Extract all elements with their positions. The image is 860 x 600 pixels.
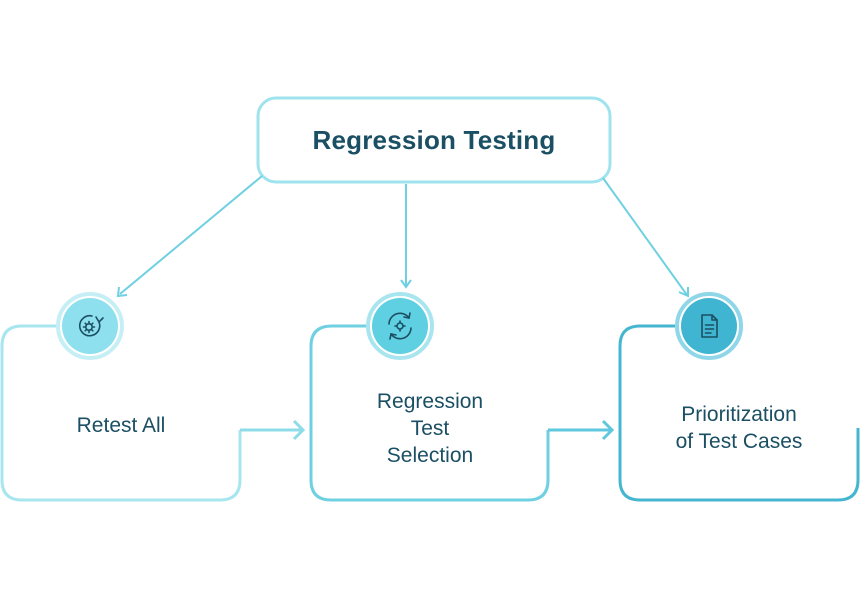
title-box — [256, 96, 612, 184]
arrow-to-retest-all — [119, 175, 263, 295]
step-label-line: of Test Cases — [675, 430, 803, 453]
cycle-gear-icon — [388, 312, 412, 340]
step-box-prioritization — [618, 324, 860, 502]
step-label-regression-test-selection: Regression Test Selection — [320, 386, 540, 470]
step-box-regression-test-selection — [309, 324, 550, 502]
flow-arrow-2-3 — [548, 419, 615, 441]
step-label-line: Test — [410, 416, 450, 440]
arrowhead-retest-all — [116, 286, 128, 298]
icon-badge-retest-all — [56, 292, 124, 360]
step-label-line: Retest All — [76, 413, 166, 437]
icon-badge-regression-test-selection — [366, 292, 434, 360]
arrowhead-prioritization — [678, 287, 689, 298]
step-label-prioritization: Prioritization of Test Cases — [628, 398, 850, 458]
icon-badge-prioritization — [675, 292, 743, 360]
step-label-line: Selection — [386, 443, 474, 467]
step-label-line: Prioritization — [681, 403, 797, 426]
connector-arrows — [116, 175, 689, 298]
gear-refresh-icon — [78, 314, 104, 337]
flow-arrow-1-2 — [240, 419, 306, 441]
document-icon — [701, 314, 718, 338]
arrowhead-regression-test-selection — [400, 279, 412, 289]
step-label-retest-all: Retest All — [10, 395, 232, 455]
step-label-line: Regression — [376, 389, 484, 413]
diagram-title: Regression Testing — [312, 124, 556, 155]
step-box-retest-all — [0, 324, 242, 502]
arrow-to-prioritization — [602, 177, 688, 296]
